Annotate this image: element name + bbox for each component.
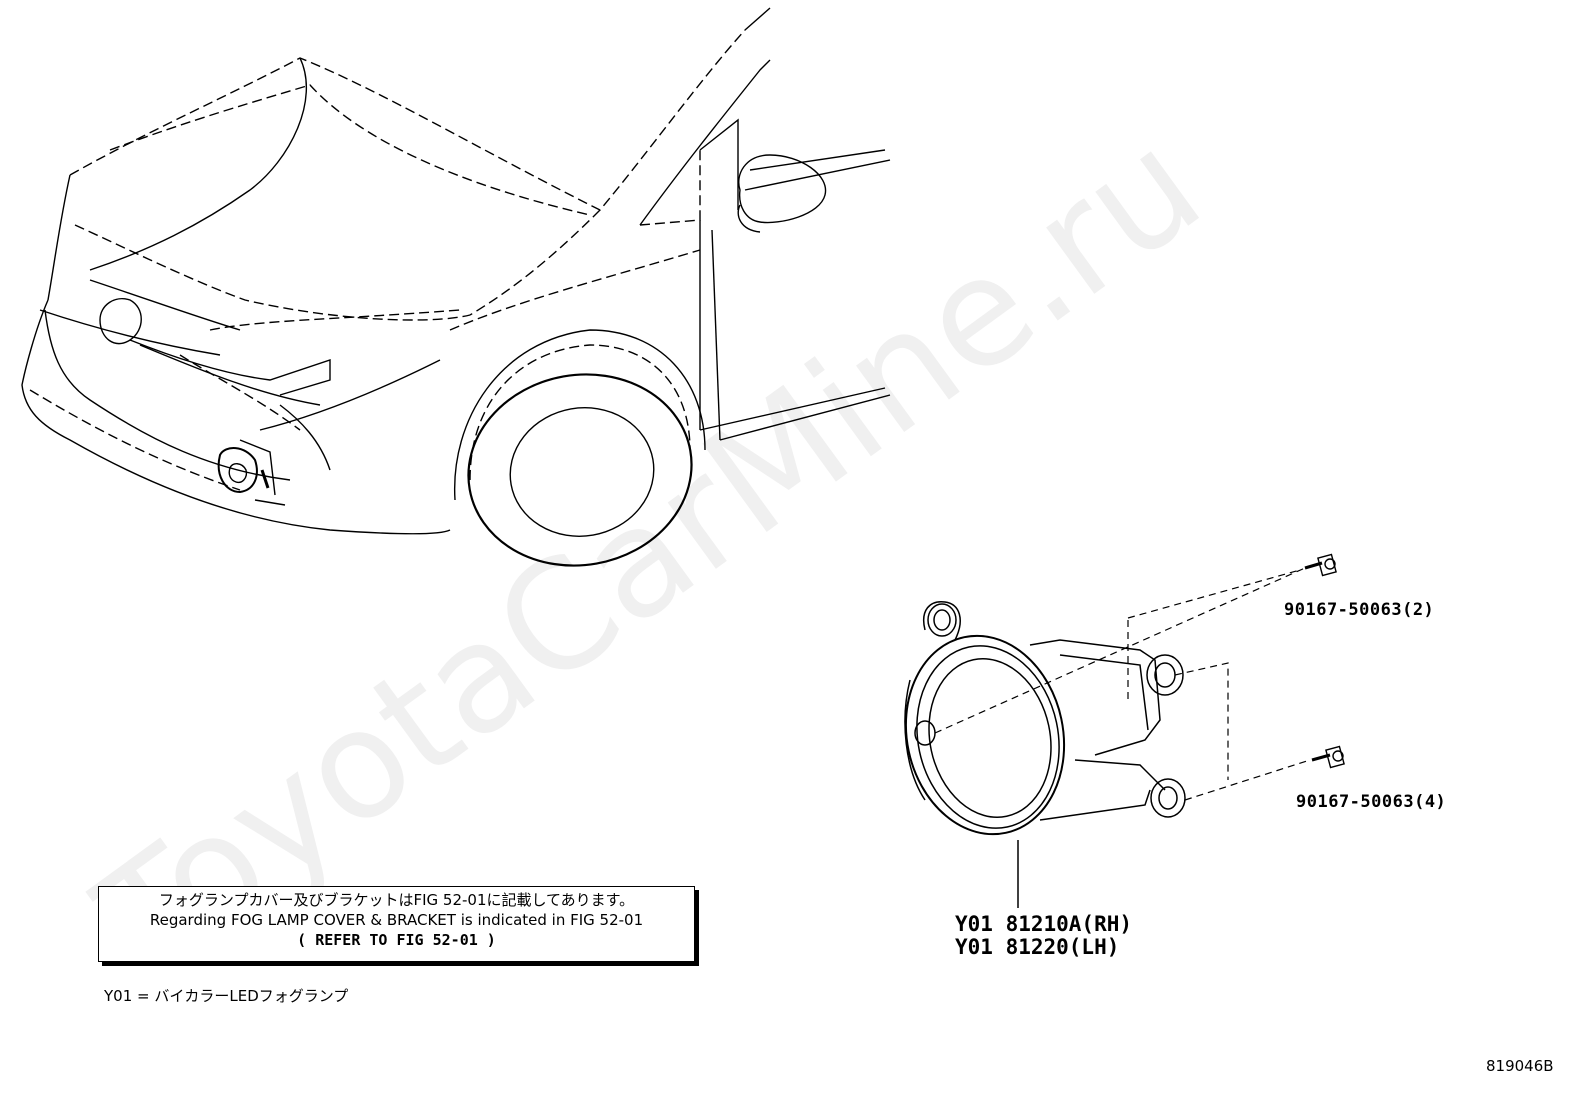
reference-note: フォグランプカバー及びブラケットはFIG 52-01に記載してあります。 Reg… — [98, 886, 695, 962]
bolt-lower-icon — [1311, 745, 1345, 769]
note-line-en: Regarding FOG LAMP COVER & BRACKET is in… — [149, 911, 644, 929]
legend-y01: Y01 = バイカラーLEDフォグランプ — [104, 987, 349, 1005]
figure-number: 819046B — [1486, 1057, 1554, 1075]
car-front-illustration — [21, 7, 891, 567]
bolt-upper-icon — [1304, 553, 1337, 577]
fog-lamp-illustration — [904, 567, 1311, 908]
note-line-ref[interactable]: ( REFER TO FIG 52-01 ) — [297, 931, 496, 949]
note-line-jp: フォグランプカバー及びブラケットはFIG 52-01に記載してあります。 — [158, 891, 635, 909]
label-bolt-lower[interactable]: 90167-50063(4) — [1296, 792, 1447, 812]
label-fog-lamp-rh[interactable]: Y01 81210A(RH) — [955, 912, 1133, 936]
label-bolt-upper[interactable]: 90167-50063(2) — [1284, 600, 1435, 620]
label-fog-lamp-lh[interactable]: Y01 81220(LH) — [955, 935, 1120, 959]
